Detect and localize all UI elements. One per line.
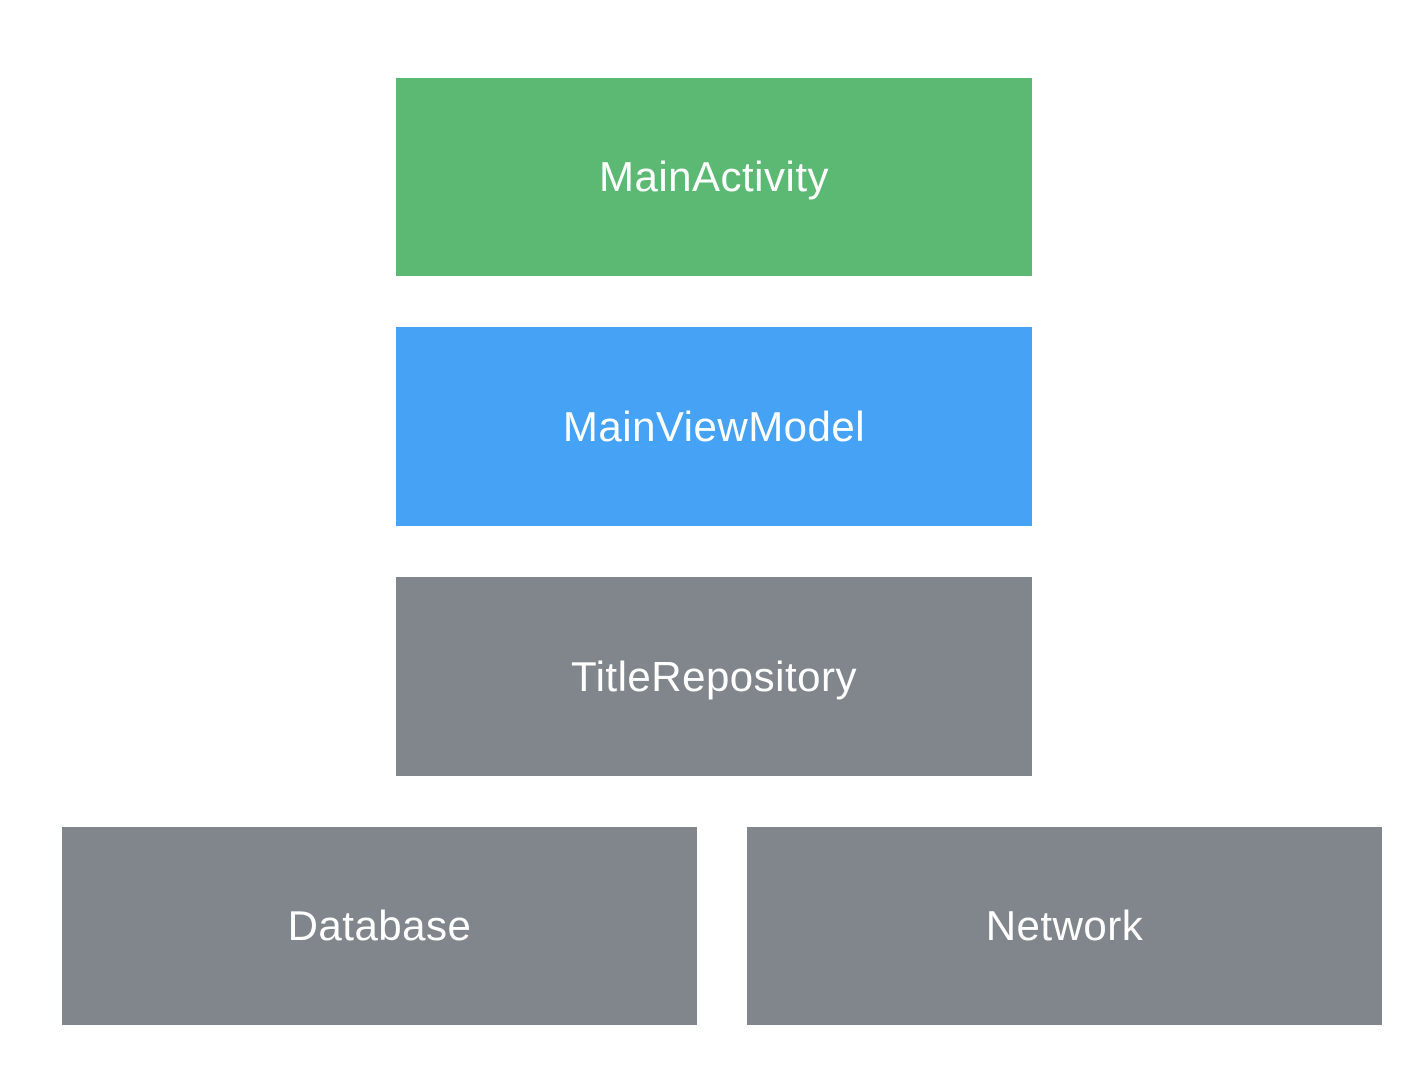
main-view-model-box: MainViewModel xyxy=(396,327,1032,526)
main-activity-label: MainActivity xyxy=(598,153,830,200)
network-box: Network xyxy=(747,827,1382,1025)
database-box: Database xyxy=(62,827,697,1025)
title-repository-box: TitleRepository xyxy=(396,577,1032,776)
title-repository-label: TitleRepository xyxy=(570,652,858,700)
main-view-model-label: MainViewModel xyxy=(562,402,866,450)
database-label: Database xyxy=(287,902,472,949)
network-label: Network xyxy=(985,902,1144,949)
main-activity-box: MainActivity xyxy=(396,78,1032,276)
